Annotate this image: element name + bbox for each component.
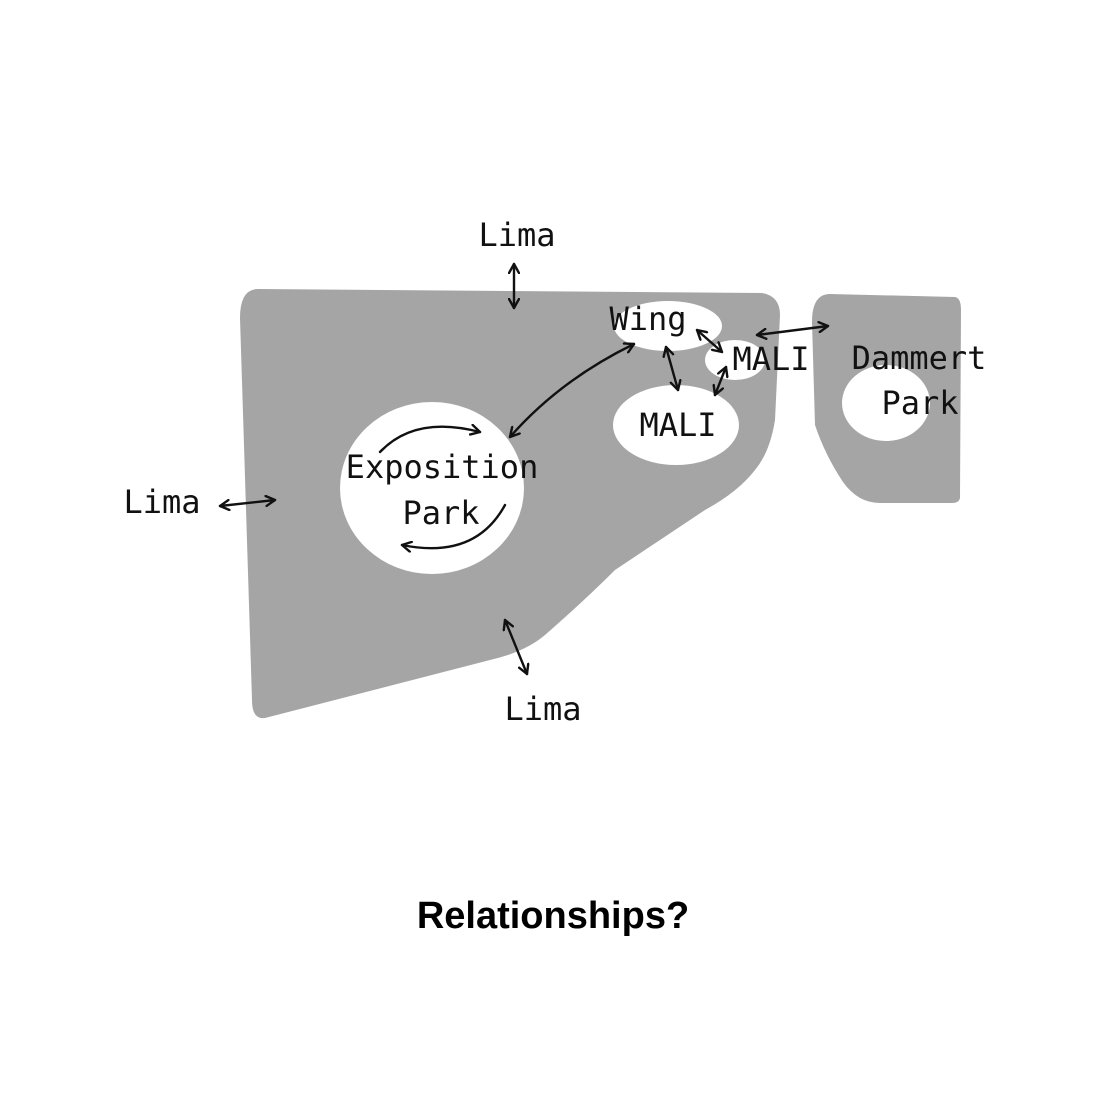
label-exposition-line1: Exposition [346,448,539,486]
mali-main-void [613,385,739,465]
arrow-exposition-loop-top [378,427,482,454]
arrow-exposition-loop-bottom [400,503,507,548]
label-lima-left: Lima [123,483,200,521]
dammert-park-void [842,365,930,441]
label-lima-top: Lima [478,216,555,254]
arrow-wing-to-mali-main [666,345,678,392]
arrow-lima-left [218,500,277,506]
arrow-mali-to-dammert [755,326,830,335]
label-dammert-line1: Dammert [852,339,987,377]
label-lima-bottom: Lima [504,690,581,728]
label-mali-main: MALI [639,406,716,444]
arrow-lima-bottom [505,618,527,676]
arrow-mali-small-to-mali-main [715,365,726,397]
arrow-exposition-to-wing [510,344,636,439]
label-mali-small: MALI [732,340,809,378]
caption-title: Relationships? [416,895,690,937]
label-dammert-line2: Park [881,384,958,422]
label-exposition-line2: Park [402,494,479,532]
wing-void [614,301,722,351]
arrow-wing-to-mali-small [695,328,724,354]
label-wing: Wing [609,300,686,338]
